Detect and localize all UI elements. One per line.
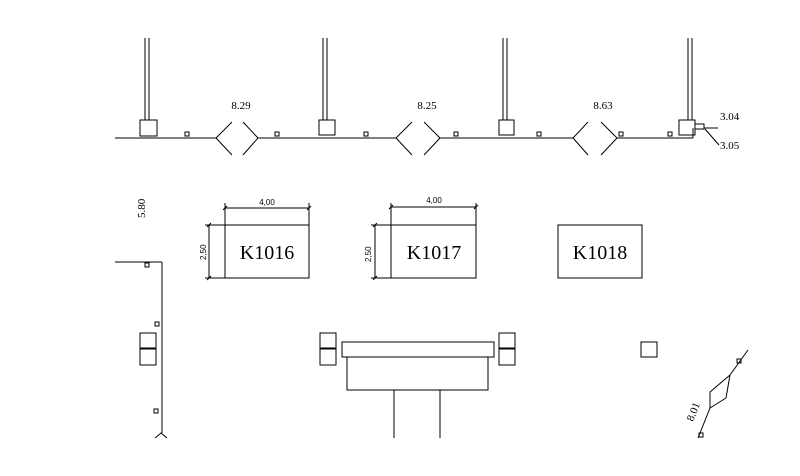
segment-label-2: 8.25	[417, 100, 437, 112]
break-symbol-1	[215, 121, 259, 156]
end-leaders	[704, 127, 720, 146]
end-label-bottom: 3.05	[720, 140, 740, 152]
segment-label-1: 8.29	[231, 100, 251, 112]
pole-3	[498, 38, 515, 136]
pole-1	[139, 38, 158, 137]
pole-4	[678, 38, 705, 136]
width-dim-k1017: 4,00	[426, 196, 442, 205]
small-square-right	[640, 341, 658, 358]
height-dim-k1017: 2,50	[364, 246, 373, 262]
break-symbol-3	[572, 121, 618, 156]
box-label-k1017: K1017	[407, 242, 461, 264]
end-label-top: 3.04	[720, 111, 740, 123]
center-structure	[319, 332, 516, 438]
left-wall	[115, 261, 168, 439]
segment-label-3: 8.63	[593, 100, 613, 112]
height-dim-k1016: 2,50	[199, 244, 208, 260]
line-markers	[184, 131, 673, 137]
box-k1016	[205, 203, 312, 281]
bottom-right-zigzag	[697, 349, 749, 439]
box-k1017	[371, 203, 479, 281]
width-dim-k1016: 4,00	[259, 198, 275, 207]
pole-2	[318, 38, 336, 136]
box-k1018	[557, 224, 643, 279]
box-label-k1018: K1018	[573, 242, 627, 264]
break-symbol-2	[395, 121, 441, 156]
box-label-k1016: K1016	[240, 242, 294, 264]
bottom-right-label: 8.01	[685, 401, 703, 423]
left-vertical-label: 5.80	[136, 198, 148, 218]
main-line	[115, 128, 694, 139]
